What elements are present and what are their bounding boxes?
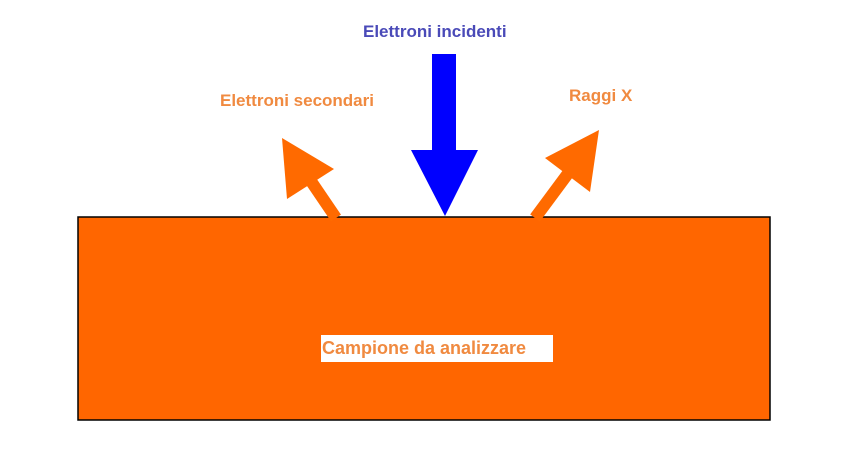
xray-arrow	[530, 130, 599, 222]
incident-electrons-label: Elettroni incidenti	[363, 22, 507, 41]
secondary-electrons-label: Elettroni secondari	[220, 91, 374, 110]
xrays-label: Raggi X	[569, 86, 633, 105]
incident-electron-arrow	[411, 54, 478, 216]
sample-block	[77, 216, 771, 421]
sample-label: Campione da analizzare	[321, 335, 553, 362]
secondary-electron-arrow	[282, 138, 341, 222]
